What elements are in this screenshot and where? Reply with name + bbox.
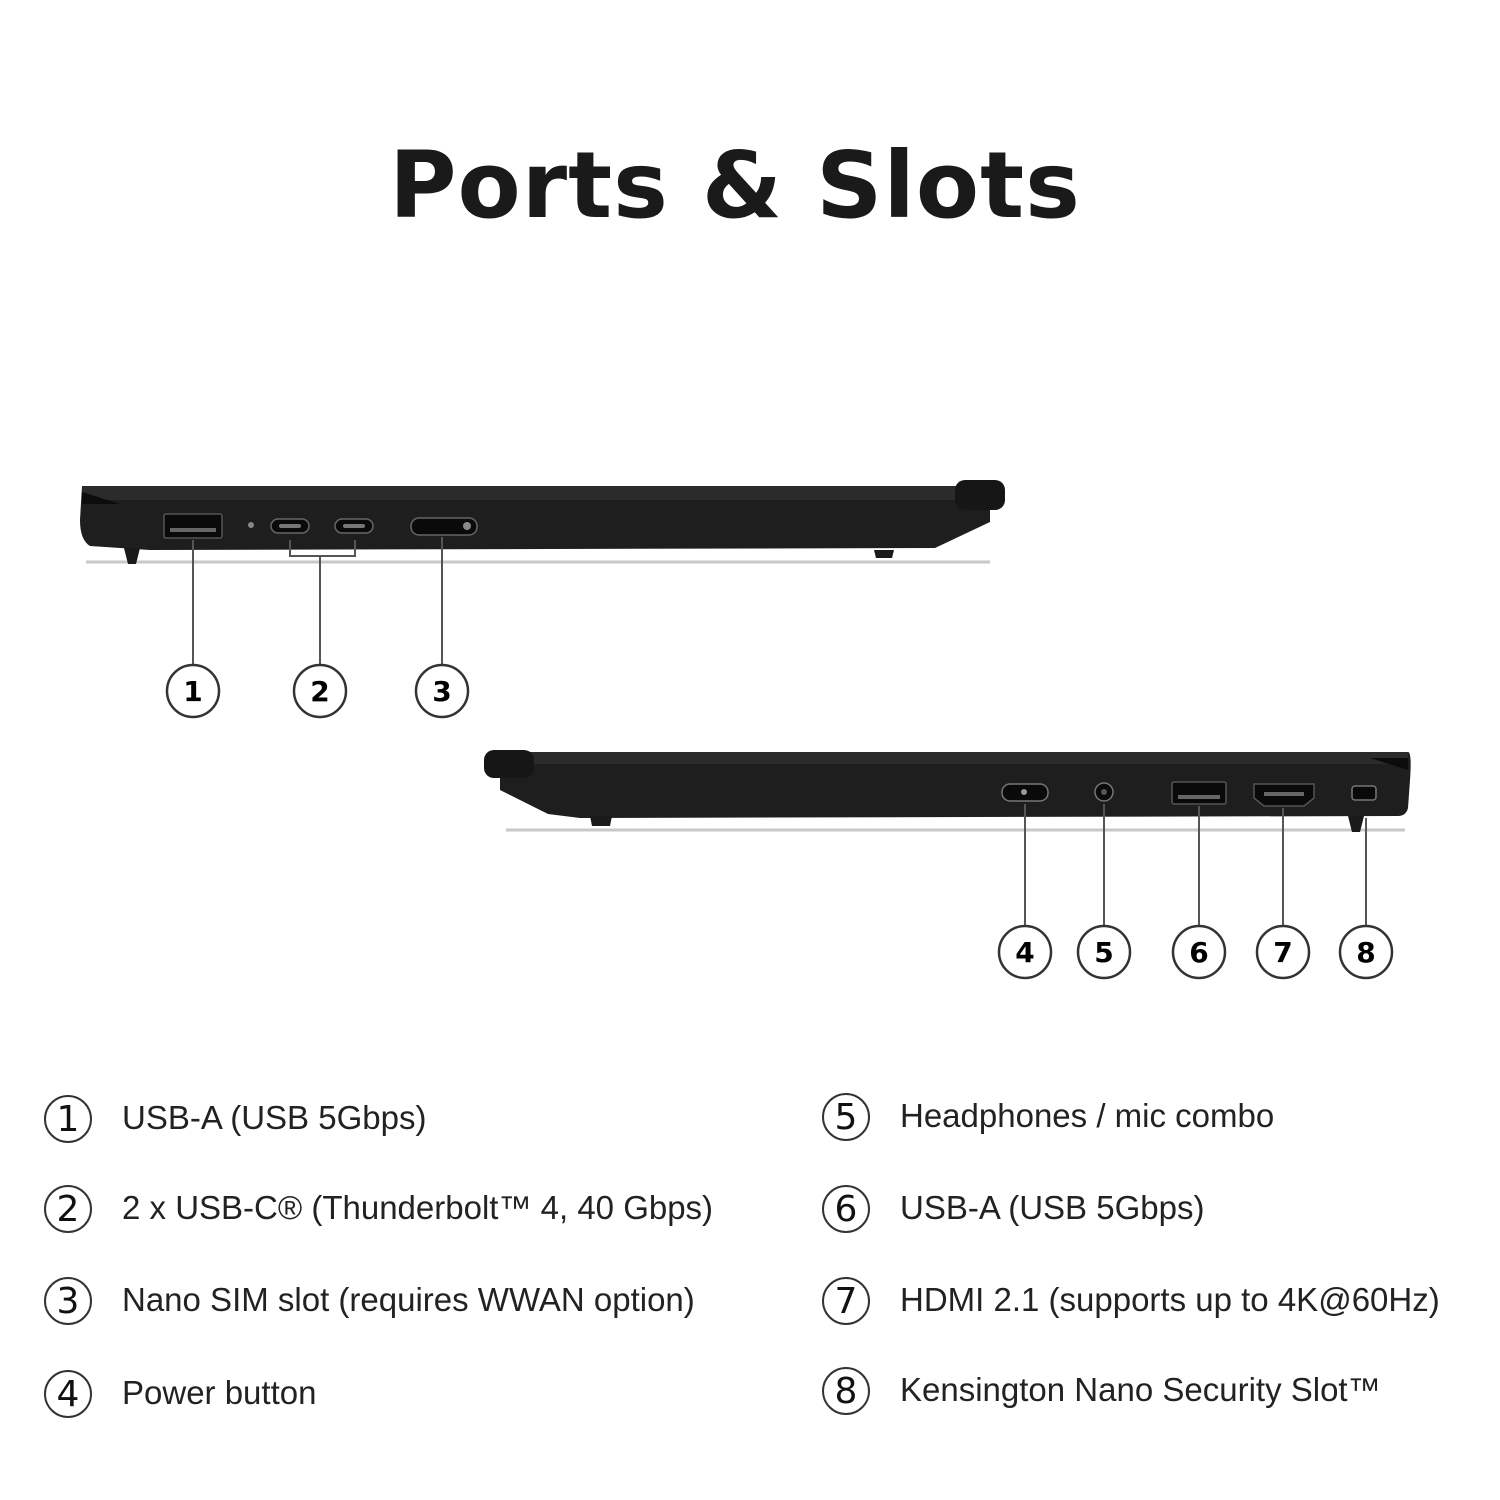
callout-3: 3 (414, 663, 470, 719)
legend-number: 8 (822, 1367, 870, 1415)
legend-label: USB-A (USB 5Gbps) (122, 1099, 427, 1136)
page-title: Ports & Slots (389, 132, 1081, 239)
callout-5: 5 (1076, 924, 1132, 980)
sim-slot-icon (410, 517, 478, 536)
legend-label: Power button (122, 1374, 317, 1411)
hinge-icon (955, 480, 1005, 510)
kensington-slot-icon (1351, 785, 1377, 801)
legend-label: HDMI 2.1 (supports up to 4K@60Hz) (900, 1281, 1440, 1318)
callout-number: 5 (1094, 936, 1113, 969)
leader-lines (192, 537, 1367, 925)
callout-number: 3 (432, 675, 451, 708)
callout-number: 4 (1015, 936, 1034, 969)
legend-number: 6 (822, 1185, 870, 1233)
legend-label: 2 x USB-C® (Thunderbolt™ 4, 40 Gbps) (122, 1189, 714, 1226)
callout-number: 2 (310, 675, 329, 708)
callout-6: 6 (1171, 924, 1227, 980)
legend-number: 5 (822, 1093, 870, 1141)
callout-8: 8 (1338, 924, 1394, 980)
foot-icon (590, 816, 612, 826)
callout-2: 2 (292, 663, 348, 719)
callout-number: 8 (1356, 936, 1375, 969)
legend-label: Kensington Nano Security Slot™ (900, 1371, 1381, 1408)
callout-number: 7 (1273, 936, 1292, 969)
legend-number: 4 (44, 1370, 92, 1418)
legend-label: Nano SIM slot (requires WWAN option) (122, 1281, 695, 1318)
legend-number: 2 (44, 1185, 92, 1233)
foot-icon (124, 548, 140, 564)
hinge-icon (484, 750, 534, 778)
callout-number: 6 (1189, 936, 1208, 969)
usb-a-port-icon (1171, 781, 1227, 805)
legend-label: Headphones / mic combo (900, 1097, 1275, 1134)
laptop-right-side (484, 750, 1411, 832)
callout-4: 4 (997, 924, 1053, 980)
laptop-left-side (80, 480, 1005, 564)
legend-number: 3 (44, 1277, 92, 1325)
legend-number: 7 (822, 1277, 870, 1325)
foot-icon (1348, 816, 1364, 832)
callout-1: 1 (165, 663, 221, 719)
usb-a-port-icon (163, 513, 223, 539)
callout-7: 7 (1255, 924, 1311, 980)
legend-number: 1 (44, 1095, 92, 1143)
callout-number: 1 (183, 675, 202, 708)
foot-icon (874, 550, 894, 558)
led-icon (248, 522, 254, 528)
legend-label: USB-A (USB 5Gbps) (900, 1189, 1205, 1226)
